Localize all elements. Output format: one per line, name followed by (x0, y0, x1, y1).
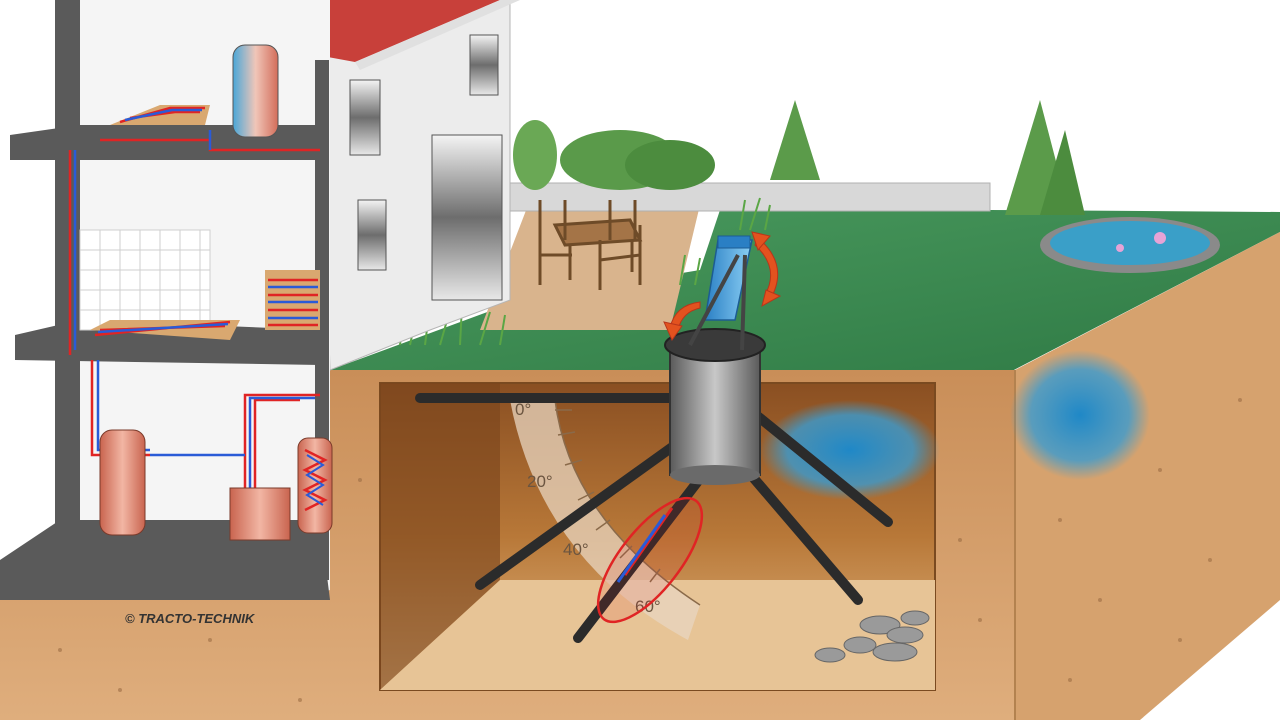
tank-icon (99, 429, 146, 536)
bore-pipe (745, 405, 893, 527)
house (0, 0, 520, 600)
window (469, 34, 499, 96)
window (349, 79, 381, 156)
pond-icon (1040, 217, 1220, 273)
angle-label-40: 40° (563, 540, 589, 559)
patio (480, 200, 700, 330)
drill-rig-icon (688, 235, 753, 351)
highlight-icon (596, 496, 704, 624)
shaft-icon (664, 328, 766, 485)
heat-pump-icon (229, 487, 291, 541)
floor (15, 320, 320, 365)
heat-exchanger-icon (297, 437, 333, 534)
angle-label-0: 0° (515, 400, 531, 419)
bore-pipes (415, 393, 893, 643)
bore-pipe (475, 440, 680, 590)
garden-wall (509, 182, 991, 212)
copyright-label: © TRACTO-TECHNIK (125, 611, 256, 626)
soil-speckles (58, 398, 1242, 702)
chair-icon (538, 200, 642, 290)
rotation-arrow-icon (663, 301, 701, 342)
tank-icon (232, 44, 279, 138)
tree-icon (770, 100, 1085, 215)
rotation-arrow-icon (751, 231, 782, 307)
bathroom-tiles (79, 229, 211, 331)
bore-pipe (573, 450, 723, 643)
angle-label-20: 20° (527, 472, 553, 491)
door (431, 134, 503, 301)
window (357, 199, 387, 271)
groundwater (1010, 350, 1150, 480)
rock-pile-icon (814, 610, 930, 663)
groundwater (760, 400, 940, 500)
bush-icon (513, 120, 715, 190)
bore-pipe (740, 463, 863, 605)
